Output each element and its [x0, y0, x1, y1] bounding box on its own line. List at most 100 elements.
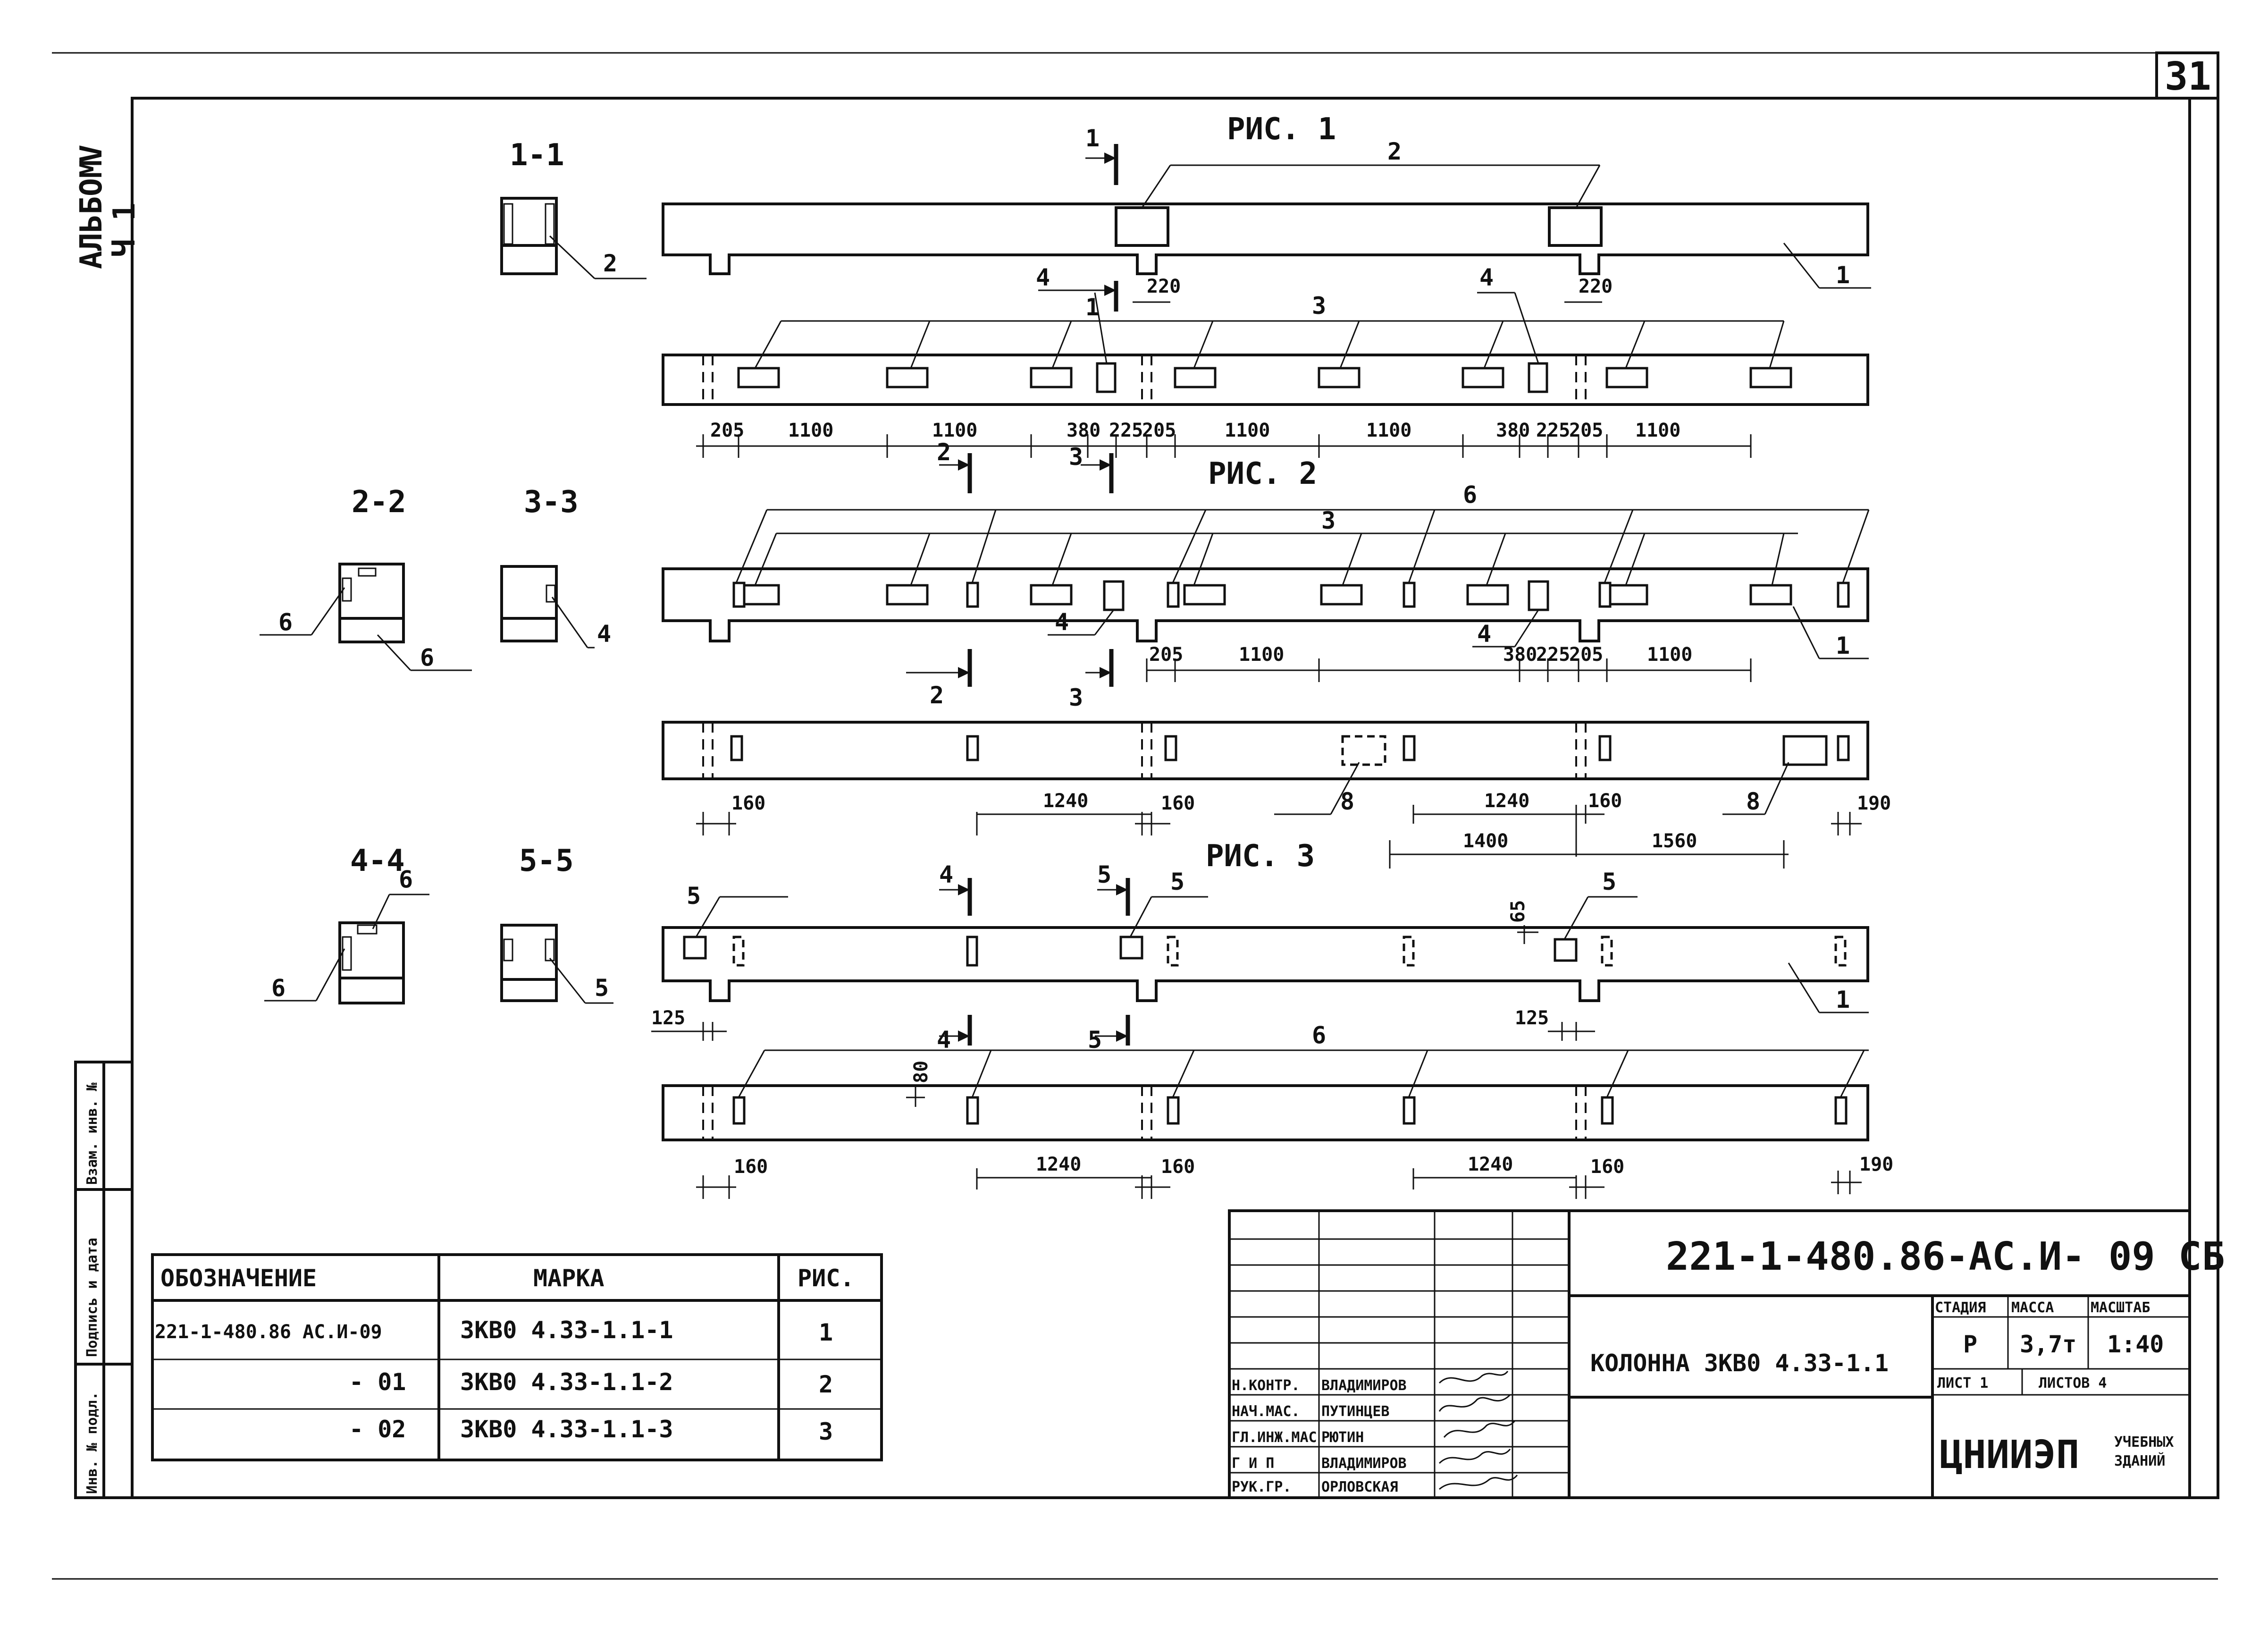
dim-225c: 225 — [1536, 644, 1570, 666]
stamp-vzam-inv: Взам. инв. № — [84, 1082, 101, 1185]
mark-4-fig2a: 4 — [1055, 608, 1069, 636]
cut-2-top: 2 — [937, 439, 951, 466]
mark-3-fig1: 3 — [1312, 292, 1326, 320]
mass-label: МАССА — [2011, 1299, 2054, 1316]
spec-r2-mark: 3КВ0 4.33-1.1-2 — [460, 1368, 673, 1396]
dim-160f: 160 — [1590, 1156, 1624, 1178]
cut-4-bottom: 4 — [937, 1026, 951, 1054]
mark-2-fig1: 2 — [1387, 138, 1402, 165]
sheet-label: ЛИСТ 1 — [1937, 1375, 1988, 1392]
dim-205c: 205 — [1569, 420, 1603, 441]
sig-role-4: Г И П — [1232, 1455, 1274, 1472]
section-3-3-label: 3-3 — [524, 485, 579, 520]
cut-4-top: 4 — [939, 861, 953, 888]
dim-1560: 1560 — [1652, 830, 1697, 852]
mark-4-fig1b: 4 — [1479, 264, 1494, 291]
dim-65: 65 — [1507, 900, 1529, 923]
dim-220a: 220 — [1147, 276, 1181, 297]
mark-1-fig1: 1 — [1836, 261, 1850, 289]
mark-6-s22a: 6 — [278, 608, 293, 636]
section-4-4-label: 4-4 — [350, 844, 405, 878]
spec-r1-fig: 1 — [819, 1319, 833, 1346]
organization-sub1: УЧЕБНЫХ — [2114, 1434, 2174, 1451]
mark-5-fig3a: 5 — [687, 882, 701, 910]
document-code: 221-1-480.86-АС.И- 09 СБ — [1666, 1234, 2225, 1279]
sig-role-2: НАЧ.МАС. — [1232, 1403, 1300, 1420]
side-stamp: Инв. № подл. Подпись и дата Взам. инв. № — [74, 1061, 134, 1499]
dim-380a: 380 — [1067, 420, 1100, 441]
album-line1: АЛЬБОМ — [74, 160, 109, 269]
dim-1240d: 1240 — [1468, 1154, 1513, 1175]
scale-value: 1:40 — [2107, 1331, 2164, 1358]
dim-205a: 205 — [710, 420, 744, 441]
dim-205d: 205 — [1149, 644, 1183, 666]
mark-4-fig1a: 4 — [1036, 264, 1050, 291]
dim-1400: 1400 — [1463, 830, 1508, 852]
sheet-number: 31 — [2165, 54, 2211, 99]
organization-name: ЦНИИЭП — [1940, 1433, 2079, 1477]
dim-225b: 225 — [1536, 420, 1570, 441]
mark-6-s44b: 6 — [271, 974, 286, 1002]
sig-name-5: ОРЛОВСКАЯ — [1321, 1479, 1398, 1495]
dim-160e: 160 — [1161, 1156, 1195, 1178]
cut-3-top: 3 — [1069, 443, 1083, 471]
cut-1-top: 1 — [1085, 125, 1100, 152]
sig-name-3: РЮТИН — [1321, 1429, 1364, 1446]
mark-8a: 8 — [1340, 788, 1354, 815]
cut-5-top: 5 — [1097, 861, 1111, 888]
dim-1240a: 1240 — [1043, 790, 1088, 812]
figure-1-title: РИС. 1 — [1227, 112, 1336, 147]
dim-1240c: 1240 — [1036, 1154, 1081, 1175]
spec-header-designation: ОБОЗНАЧЕНИЕ — [160, 1265, 317, 1292]
figure-2: РИС. 2 2 3 — [662, 439, 1891, 869]
figure-3: РИС. 3 4 5 5 5 5 1 65 — [651, 839, 1893, 1199]
sig-name-1: ВЛАДИМИРОВ — [1321, 1377, 1407, 1394]
spec-r3-fig: 3 — [819, 1418, 833, 1445]
dim-160a: 160 — [731, 793, 765, 814]
section-3-3: 3-3 4 — [500, 485, 611, 649]
dim-160b: 160 — [1161, 793, 1195, 814]
stamp-podpis-data: Подпись и дата — [84, 1238, 101, 1357]
mark-5-fig3c: 5 — [1602, 868, 1616, 895]
section-1-1-label: 1-1 — [510, 138, 564, 173]
dim-125b: 125 — [1515, 1007, 1549, 1029]
dim-1100e: 1100 — [1635, 420, 1680, 441]
mark-4-s33: 4 — [597, 620, 611, 648]
mark-2-s11: 2 — [603, 250, 617, 277]
mark-1-fig3: 1 — [1836, 986, 1850, 1013]
sig-role-1: Н.КОНТР. — [1232, 1377, 1300, 1394]
stage-label: СТАДИЯ — [1935, 1299, 1986, 1316]
dim-1100b: 1100 — [932, 420, 977, 441]
cut-2-bottom: 2 — [930, 682, 944, 709]
stamp-inv-podl: Инв. № подл. — [84, 1392, 101, 1494]
sig-role-3: ГЛ.ИНЖ.МАС — [1232, 1429, 1317, 1446]
dim-1100d: 1100 — [1366, 420, 1411, 441]
dim-1100g: 1100 — [1647, 644, 1692, 666]
dim-160c: 160 — [1588, 790, 1622, 812]
dim-220b: 220 — [1579, 276, 1613, 297]
dim-205e: 205 — [1569, 644, 1603, 666]
mark-1-fig2: 1 — [1836, 632, 1850, 659]
mark-3-fig2: 3 — [1321, 507, 1336, 534]
dim-80: 80 — [910, 1061, 932, 1083]
dim-1100f: 1100 — [1239, 644, 1284, 666]
figure-3-title: РИС. 3 — [1206, 839, 1315, 874]
spec-r1-mark: 3КВ0 4.33-1.1-1 — [460, 1316, 673, 1344]
dim-225a: 225 — [1109, 420, 1143, 441]
stage-value: Р — [1963, 1331, 1977, 1358]
mark-8b: 8 — [1746, 788, 1760, 815]
figure-2-title: РИС. 2 — [1208, 456, 1317, 491]
mark-6-fig2: 6 — [1463, 481, 1477, 508]
spec-r2-fig: 2 — [819, 1371, 833, 1398]
spec-r3-mark: 3КВ0 4.33-1.1-3 — [460, 1416, 673, 1443]
dim-205b: 205 — [1142, 420, 1176, 441]
album-roman: V — [74, 144, 109, 163]
handwritten-signatures — [1438, 1371, 1518, 1490]
cut-3-bottom: 3 — [1069, 684, 1083, 711]
dim-160d: 160 — [734, 1156, 768, 1178]
spec-header-fig: РИС. — [798, 1265, 854, 1292]
spec-r2-designation: - 01 — [349, 1368, 406, 1396]
spec-r1-designation: 221-1-480.86 АС.И-09 — [155, 1321, 382, 1343]
specification-table: ОБОЗНАЧЕНИЕ МАРКА РИС. 221-1-480.86 АС.И… — [151, 1253, 883, 1461]
